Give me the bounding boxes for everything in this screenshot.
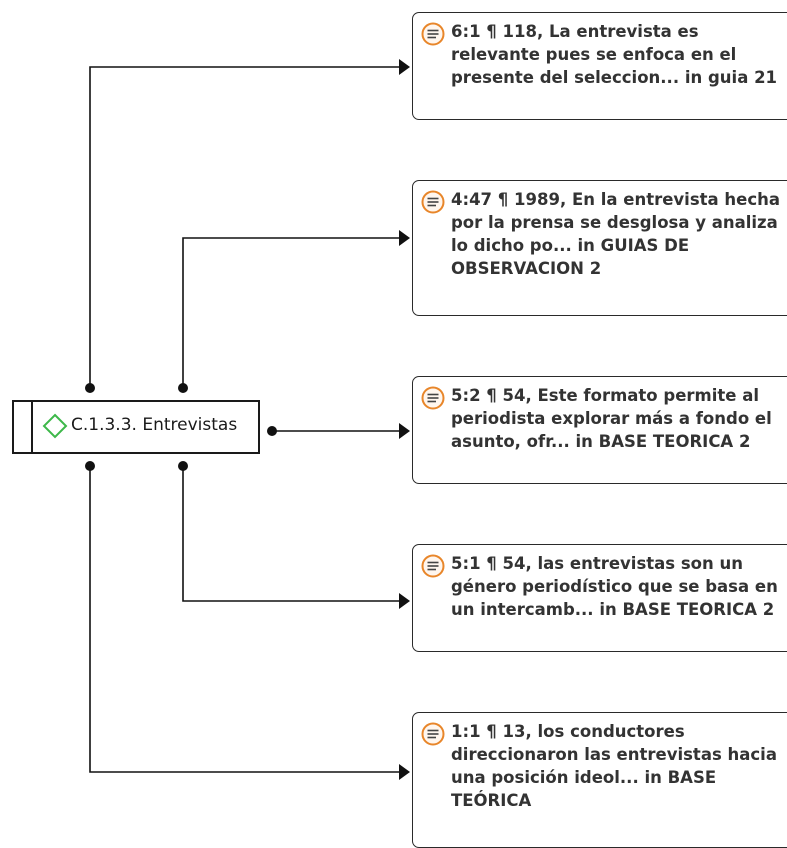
quotation-text: 4:47 ¶ 1989, En la entrevista hecha por …: [451, 190, 781, 278]
quotation-text: 1:1 ¶ 13, los conductores direccionaron …: [451, 722, 777, 810]
link-dot: [85, 461, 95, 471]
quotation-icon: [421, 22, 445, 46]
quotation-node[interactable]: 5:1 ¶ 54, las entrevistas son un género …: [412, 544, 787, 652]
quotation-node[interactable]: 5:2 ¶ 54, Este formato permite al period…: [412, 376, 787, 484]
link-quotation-5: [89, 466, 400, 773]
quotation-node[interactable]: 1:1 ¶ 13, los conductores direccionaron …: [412, 712, 787, 848]
link-quotation-1: [89, 66, 400, 388]
quotation-icon: [421, 722, 445, 746]
code-label: C.1.3.3. Entrevistas: [71, 415, 238, 435]
code-node[interactable]: C.1.3.3. Entrevistas: [12, 400, 260, 454]
link-dot: [178, 383, 188, 393]
quotation-icon: [421, 554, 445, 578]
diamond-icon: [42, 413, 68, 439]
link-quotation-2: [182, 237, 400, 388]
link-dot: [85, 383, 95, 393]
code-node-stripe: [31, 402, 33, 452]
quotation-text: 5:1 ¶ 54, las entrevistas son un género …: [451, 554, 778, 619]
quotation-text: 6:1 ¶ 118, La entrevista es relevante pu…: [451, 22, 778, 87]
arrowhead: [399, 230, 410, 246]
quotation-icon: [421, 190, 445, 214]
link-dot: [267, 426, 277, 436]
arrowhead: [399, 423, 410, 439]
arrowhead: [399, 764, 410, 780]
link-dot: [178, 461, 188, 471]
arrowhead: [399, 593, 410, 609]
quotation-icon: [421, 386, 445, 410]
quotation-node[interactable]: 6:1 ¶ 118, La entrevista es relevante pu…: [412, 12, 787, 120]
quotation-text: 5:2 ¶ 54, Este formato permite al period…: [451, 386, 772, 451]
quotation-node[interactable]: 4:47 ¶ 1989, En la entrevista hecha por …: [412, 180, 787, 316]
arrowhead: [399, 59, 410, 75]
link-quotation-4: [182, 466, 400, 602]
